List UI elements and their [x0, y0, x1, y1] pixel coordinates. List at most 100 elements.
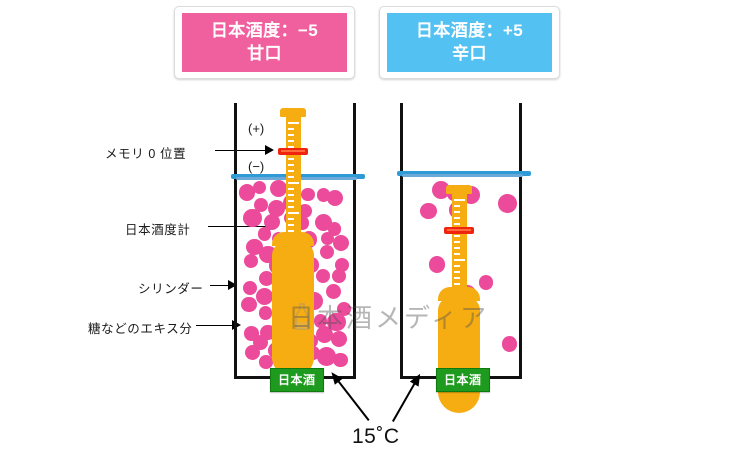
leader-arrow-cylinder [228, 280, 237, 290]
hydrometer-scale-tick [287, 182, 299, 184]
hydrometer-scale-tick [453, 235, 460, 237]
extract-particle [268, 200, 286, 218]
hydrometer-scale-tick [287, 134, 294, 136]
extract-particle [242, 280, 257, 296]
extract-particle [420, 202, 438, 220]
hydrometer-scale-tick [453, 211, 460, 213]
hydrometer-scale-tick [287, 194, 294, 196]
extract-particle [315, 268, 331, 284]
hydrometer-bulb [272, 242, 314, 378]
leader-line-cylinder [210, 284, 232, 287]
label-extract: 糖などのエキス分 [88, 322, 193, 336]
leader-line-scale-zero [215, 149, 265, 152]
hydrometer-scale-tick [287, 218, 294, 220]
label-scale-zero: メモリ 0 位置 [105, 147, 187, 161]
hydrometer-bulb [438, 297, 480, 413]
arrow-shaft [392, 379, 418, 422]
extract-particle [241, 296, 257, 312]
hydrometer-scale-tick [453, 205, 460, 207]
card-sweet-sake: 日本酒度：−5 甘口 [174, 6, 355, 79]
card-sweet-line1: 日本酒度：−5 [210, 21, 319, 41]
extract-particle [326, 283, 342, 299]
leader-line-hydrometer [208, 225, 270, 228]
extract-particle [258, 306, 272, 320]
label-cylinder: シリンダー [138, 282, 204, 296]
hydrometer-scale-tick [453, 277, 460, 279]
extract-particle [255, 287, 273, 305]
cylinder-right [397, 103, 531, 413]
leader-line-extract [196, 324, 234, 327]
hydrometer-scale-tick [287, 128, 294, 130]
extract-particle [263, 213, 280, 230]
arrow-shaft [335, 377, 370, 421]
card-dry-body: 日本酒度：+5 辛口 [387, 13, 552, 72]
extract-particle [327, 222, 341, 236]
extract-particle [260, 324, 276, 341]
hydrometer-scale-tick [453, 217, 460, 219]
extract-particle [259, 355, 273, 369]
card-dry-line2: 辛口 [452, 43, 487, 63]
card-sweet-line2: 甘口 [247, 43, 282, 63]
tag-sake-right: 日本酒 [436, 368, 490, 392]
extract-particle [243, 208, 262, 228]
extract-particle [428, 255, 446, 273]
cylinder-left [231, 103, 365, 379]
hydrometer-scale-tick [287, 158, 294, 160]
extract-particle [498, 194, 517, 213]
card-sweet-body: 日本酒度：−5 甘口 [182, 13, 347, 72]
extract-particle [327, 312, 346, 332]
hydrometer-rim [280, 108, 306, 117]
hydrometer-scale-tick [287, 212, 299, 214]
extract-particle [332, 235, 350, 252]
hydrometer-scale-tick [453, 241, 460, 243]
hydrometer-scale-tick [287, 146, 294, 148]
card-dry-line1: 日本酒度：+5 [415, 21, 524, 41]
extract-particle [313, 313, 328, 328]
sign-minus: (−) [248, 159, 265, 174]
extract-particle [316, 188, 331, 202]
hydrometer-scale-tick [453, 283, 460, 285]
hydrometer-scale-tick [287, 122, 299, 124]
extract-particle [331, 330, 348, 347]
hydrometer-scale-tick [287, 188, 294, 190]
hydrometer-scale-tick [453, 265, 460, 267]
extract-particle [253, 181, 267, 195]
hydrometer-scale-tick [453, 247, 460, 249]
extract-particle [259, 270, 275, 287]
extract-particle [333, 353, 348, 368]
hydrometer-scale-tick [287, 140, 294, 142]
extract-particle [246, 238, 263, 256]
extract-particle [431, 180, 450, 199]
hydrometer-scale-tick [453, 253, 460, 255]
hydrometer-rim [446, 185, 472, 194]
hydrometer-scale-tick [453, 259, 465, 261]
hydrometer-scale-tick [453, 223, 460, 225]
extract-particle [316, 347, 336, 367]
temp-arrow-right [392, 370, 425, 422]
extract-particle [297, 203, 313, 218]
hydrometer-scale-tick [287, 170, 294, 172]
card-dry-sake: 日本酒度：+5 辛口 [379, 6, 560, 79]
extract-particle [327, 190, 344, 207]
hydrometer-scale-tick [453, 271, 460, 273]
temperature-label: 15˚C [352, 425, 400, 448]
extract-particle [269, 179, 288, 197]
extract-particle [316, 326, 334, 344]
extract-particle [501, 336, 518, 352]
extract-particle [478, 274, 494, 290]
extract-particle [301, 187, 315, 202]
label-hydrometer: 日本酒度計 [125, 223, 191, 237]
extract-particle [238, 184, 256, 201]
extract-particle [336, 301, 352, 317]
hydrometer-scale-tick [287, 176, 294, 178]
liquid-surface-right [397, 171, 531, 177]
extract-particle [244, 254, 259, 269]
hydrometer-scale-tick [287, 230, 294, 232]
extract-particle [320, 245, 335, 260]
hydrometer-scale-tick [287, 164, 294, 166]
extract-particle [257, 227, 272, 241]
tag-sake-left: 日本酒 [270, 368, 324, 392]
extract-particle [334, 257, 350, 273]
extract-particle [331, 269, 346, 283]
